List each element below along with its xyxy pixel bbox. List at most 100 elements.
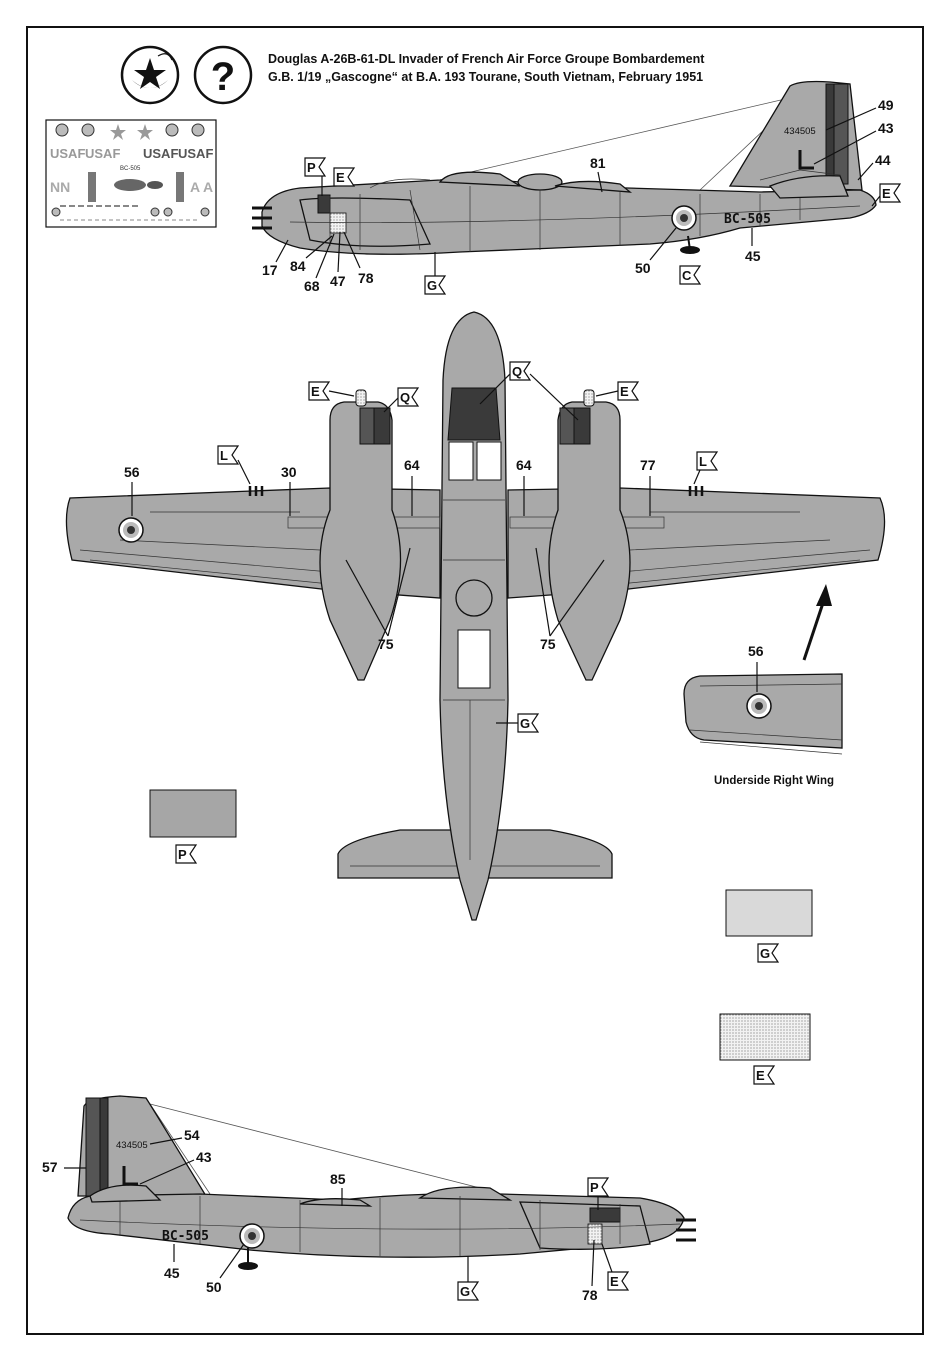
svg-text:E: E	[756, 1068, 765, 1083]
right-nacelle	[548, 401, 631, 681]
callout-77: 77	[640, 457, 656, 473]
callout-57: 57	[42, 1159, 58, 1175]
flag-e-right-spinner: E	[595, 381, 640, 401]
svg-text:P: P	[178, 847, 187, 862]
color-swatches: P G E	[149, 789, 813, 1085]
fuselage-code: BC-505	[724, 212, 771, 227]
callout-50-right: 50	[206, 1279, 222, 1295]
callout-81: 81	[590, 155, 606, 171]
callout-75-right: 75	[540, 636, 556, 652]
flag-l-left: L	[217, 445, 251, 485]
flag-p: P	[304, 157, 327, 196]
flag-g: G	[424, 252, 447, 295]
fuselage-code-right: BC-505	[162, 1229, 209, 1244]
svg-text:Q: Q	[400, 390, 410, 405]
decal-usaf-2: USAF	[85, 146, 120, 161]
callout-30: 30	[281, 464, 297, 480]
flag-q-left: Q	[383, 387, 420, 413]
svg-text:P: P	[590, 1180, 599, 1195]
callout-44: 44	[875, 152, 891, 168]
title-line-2: G.B. 1/19 „Gascogne“ at B.A. 193 Tourane…	[268, 70, 703, 84]
decal-usaf-4: USAF	[178, 146, 213, 161]
callout-64-right: 64	[516, 457, 532, 473]
fuselage-roundel	[671, 205, 697, 231]
antenna-wire	[444, 95, 799, 179]
inset-roundel	[746, 693, 772, 719]
side-profile-right-view: 434505 BC-505	[67, 1095, 696, 1270]
svg-text:P: P	[307, 160, 316, 175]
wing-roundel	[118, 517, 144, 543]
arrow-to-inset	[802, 584, 832, 661]
callout-43: 43	[878, 120, 894, 136]
svg-text:C: C	[682, 268, 692, 283]
flag-g-plan: G	[496, 713, 540, 733]
fuselage-roundel-right	[239, 1223, 265, 1249]
svg-text:E: E	[882, 186, 891, 201]
callout-64-left: 64	[404, 457, 420, 473]
svg-text:G: G	[520, 716, 530, 731]
plan-view-underside	[65, 311, 886, 921]
flag-c: C	[679, 265, 702, 285]
svg-text:L: L	[699, 454, 707, 469]
tail-letter-l-right	[122, 1166, 138, 1186]
flag-q-center: Q	[479, 361, 579, 421]
callout-45: 45	[745, 248, 761, 264]
page-frame	[26, 26, 924, 1335]
swatch-e: E	[719, 1013, 811, 1085]
svg-text:G: G	[460, 1284, 470, 1299]
tail-serial-right: 434505	[116, 1140, 148, 1151]
callout-49: 49	[878, 97, 894, 113]
flag-e-right: E	[601, 1243, 630, 1291]
left-nacelle	[319, 401, 402, 681]
decal-usaf-3: USAF	[143, 146, 178, 161]
plan-view-flags: E Q Q E L L G	[217, 361, 719, 733]
star-roundel-logo-icon	[120, 45, 180, 105]
swatch-g: G	[725, 889, 813, 963]
svg-text:E: E	[610, 1274, 619, 1289]
callout-54: 54	[184, 1127, 200, 1143]
swatch-p: P	[149, 789, 237, 864]
callout-85: 85	[330, 1171, 346, 1187]
callout-78: 78	[358, 270, 374, 286]
flag-l-right: L	[693, 451, 719, 485]
callout-56: 56	[124, 464, 140, 480]
inset-callout-56: 56	[748, 643, 764, 659]
bottom-profile-callouts: 54 43 57 85 45 50 78	[42, 1127, 598, 1303]
flag-p-right: P	[587, 1177, 610, 1210]
decal-aa: A A	[190, 179, 213, 195]
svg-text:Q: Q	[512, 364, 522, 379]
bottom-profile-flags: P E G	[457, 1177, 630, 1301]
inset-caption: Underside Right Wing	[714, 775, 834, 787]
question-mark-icon: ?	[193, 45, 253, 105]
callout-78-right: 78	[582, 1287, 598, 1303]
flag-e: E	[333, 167, 356, 187]
tail-letter-l	[798, 150, 814, 170]
top-profile-flags: P E E C G	[304, 157, 902, 295]
flag-e-left-spinner: E	[308, 381, 355, 401]
plan-view-callouts: 56 30 64 64 77 75 75	[124, 457, 656, 652]
inset-underside-right-wing: 56 Underside Right Wing	[683, 643, 843, 787]
callout-50: 50	[635, 260, 651, 276]
callout-75-left: 75	[378, 636, 394, 652]
svg-text:G: G	[760, 946, 770, 961]
callout-47: 47	[330, 273, 346, 289]
callout-84: 84	[290, 258, 306, 274]
title-line-1: Douglas A-26B-61-DL Invader of French Ai…	[268, 52, 705, 66]
decal-sheet-thumbnail: USAF USAF USAF USAF BC-505 NN A A	[45, 119, 217, 228]
callout-68: 68	[304, 278, 320, 294]
tail-serial: 434505	[784, 126, 816, 137]
decal-usaf-1: USAF	[50, 146, 85, 161]
callout-43-right: 43	[196, 1149, 212, 1165]
svg-text:E: E	[336, 170, 345, 185]
decal-bc505: BC-505	[120, 166, 141, 172]
top-profile-callouts: 49 43 44 81 17 84 68 47 78 50 45	[262, 97, 894, 294]
decal-nn: NN	[50, 179, 70, 195]
svg-text:L: L	[220, 448, 228, 463]
callout-45-right: 45	[164, 1265, 180, 1281]
flag-g-right: G	[457, 1256, 480, 1301]
svg-text:G: G	[427, 278, 437, 293]
svg-text:?: ?	[211, 55, 235, 99]
flag-e-tail: E	[871, 183, 902, 207]
callout-17: 17	[262, 262, 278, 278]
